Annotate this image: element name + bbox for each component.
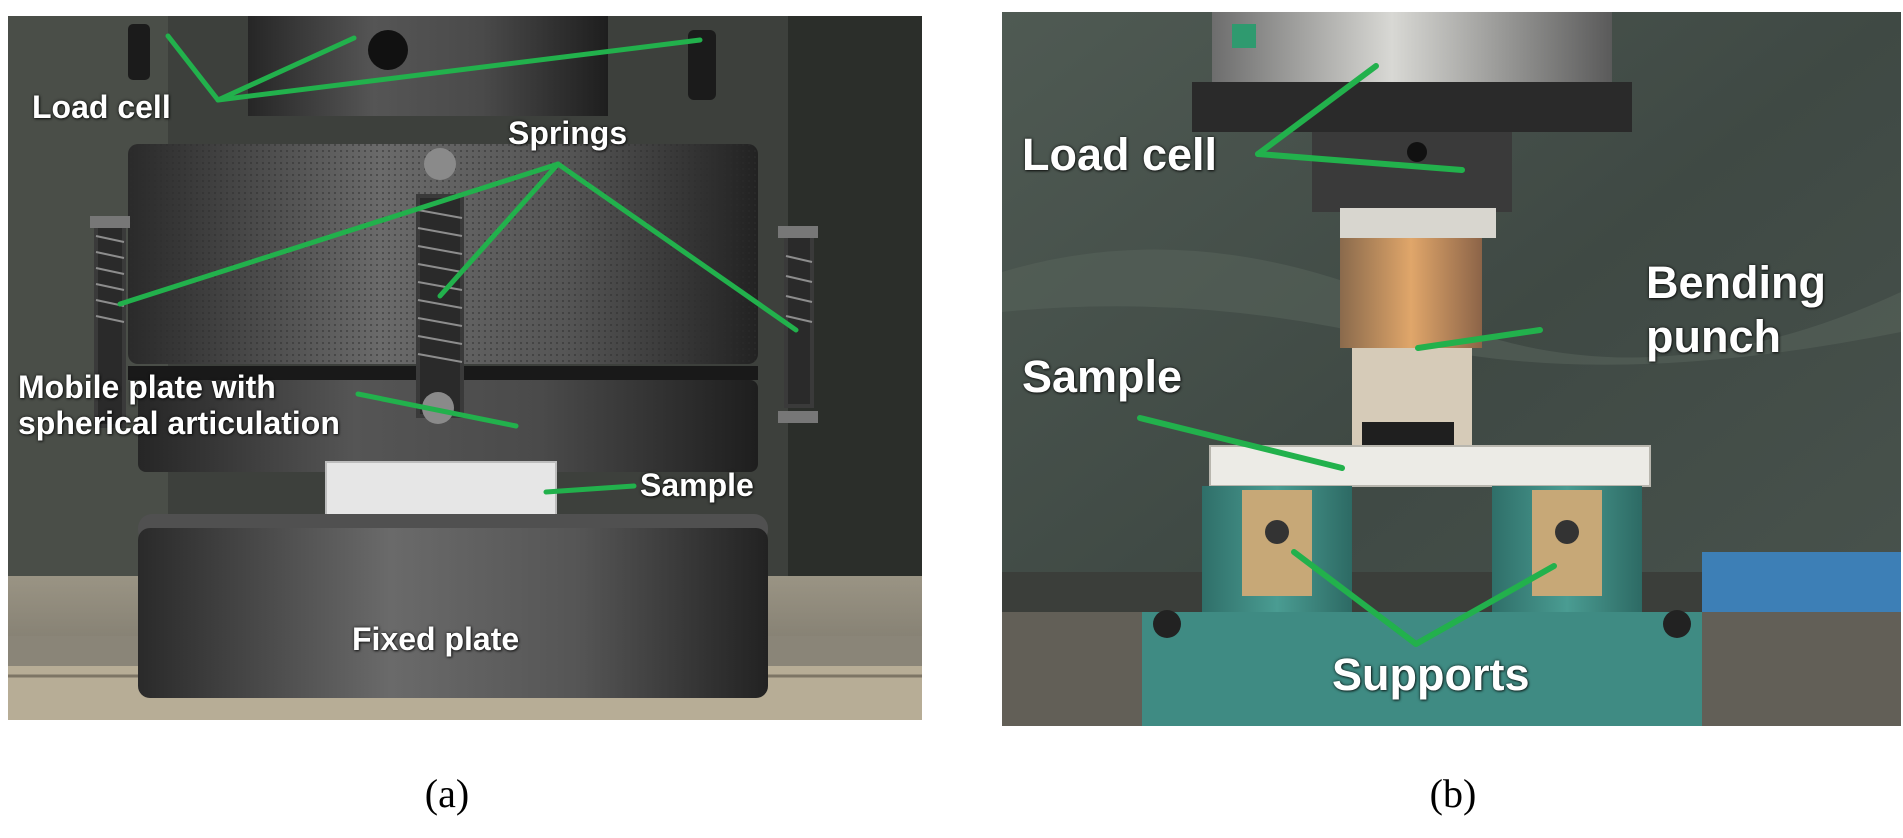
caption-a: (a) [424,771,470,816]
label-supports: Supports [1332,649,1530,700]
caption-b: (b) [1429,771,1477,816]
label-mobile-plate-line2: spherical articulation [18,405,340,441]
photo-compression-setup: Load cell Springs Mobile plate with sphe… [8,16,922,720]
label-sample-a: Sample [640,467,754,503]
compression-setup-illustration [8,16,922,720]
bending-setup-illustration [1002,12,1901,726]
label-load-cell-a: Load cell [32,89,171,125]
label-fixed-plate: Fixed plate [352,621,520,657]
label-bending-line2: punch [1646,311,1781,362]
photo-bending-setup: Load cell Bending punch Sample Supports [1002,12,1901,726]
label-load-cell-b: Load cell [1022,129,1218,180]
label-bending-line1: Bending [1646,257,1826,308]
label-sample-b: Sample [1022,351,1183,402]
label-mobile-plate-line1: Mobile plate with [18,369,276,405]
label-springs: Springs [508,115,628,151]
